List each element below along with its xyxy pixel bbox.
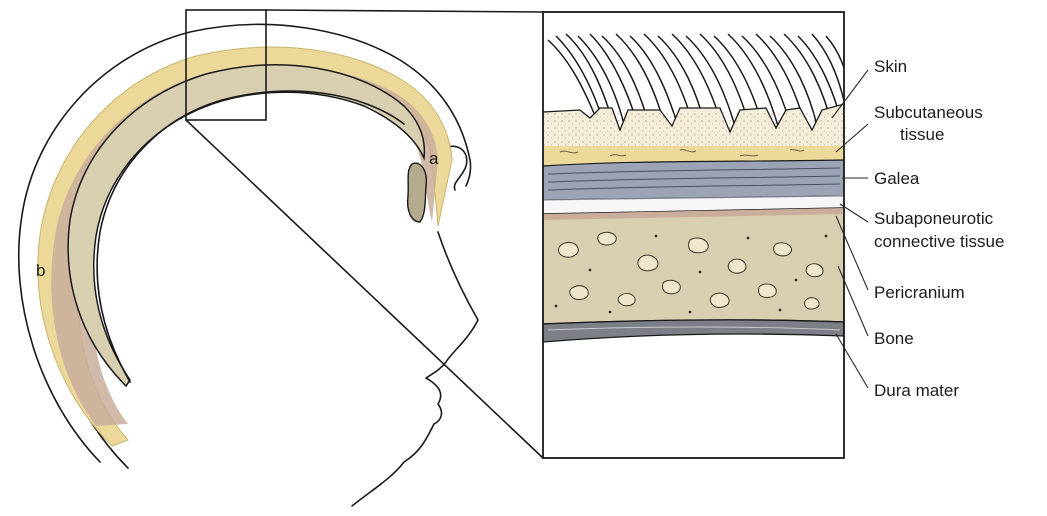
layer-labels: Skin Subcutaneous tissue Galea Subaponeu…	[874, 57, 1004, 400]
zoom-connector-bottom	[186, 120, 543, 458]
label-subcutaneous-line2: tissue	[900, 125, 944, 144]
label-dura-mater: Dura mater	[874, 381, 959, 400]
label-subcutaneous: Subcutaneous	[874, 103, 983, 122]
label-subaponeurotic-line2: connective tissue	[874, 232, 1004, 251]
zoom-connector-top	[266, 10, 543, 12]
cross-section-panel	[543, 12, 850, 458]
label-subaponeurotic: Subaponeurotic	[874, 209, 994, 228]
marker-a: a	[429, 149, 439, 168]
label-pericranium: Pericranium	[874, 283, 965, 302]
label-skin: Skin	[874, 57, 907, 76]
galea-layer	[543, 160, 844, 200]
face-profile	[352, 232, 478, 506]
marker-b: b	[36, 261, 45, 280]
bone-layer	[543, 208, 844, 324]
label-galea: Galea	[874, 169, 920, 188]
brow-ridge	[408, 163, 427, 222]
label-bone: Bone	[874, 329, 914, 348]
